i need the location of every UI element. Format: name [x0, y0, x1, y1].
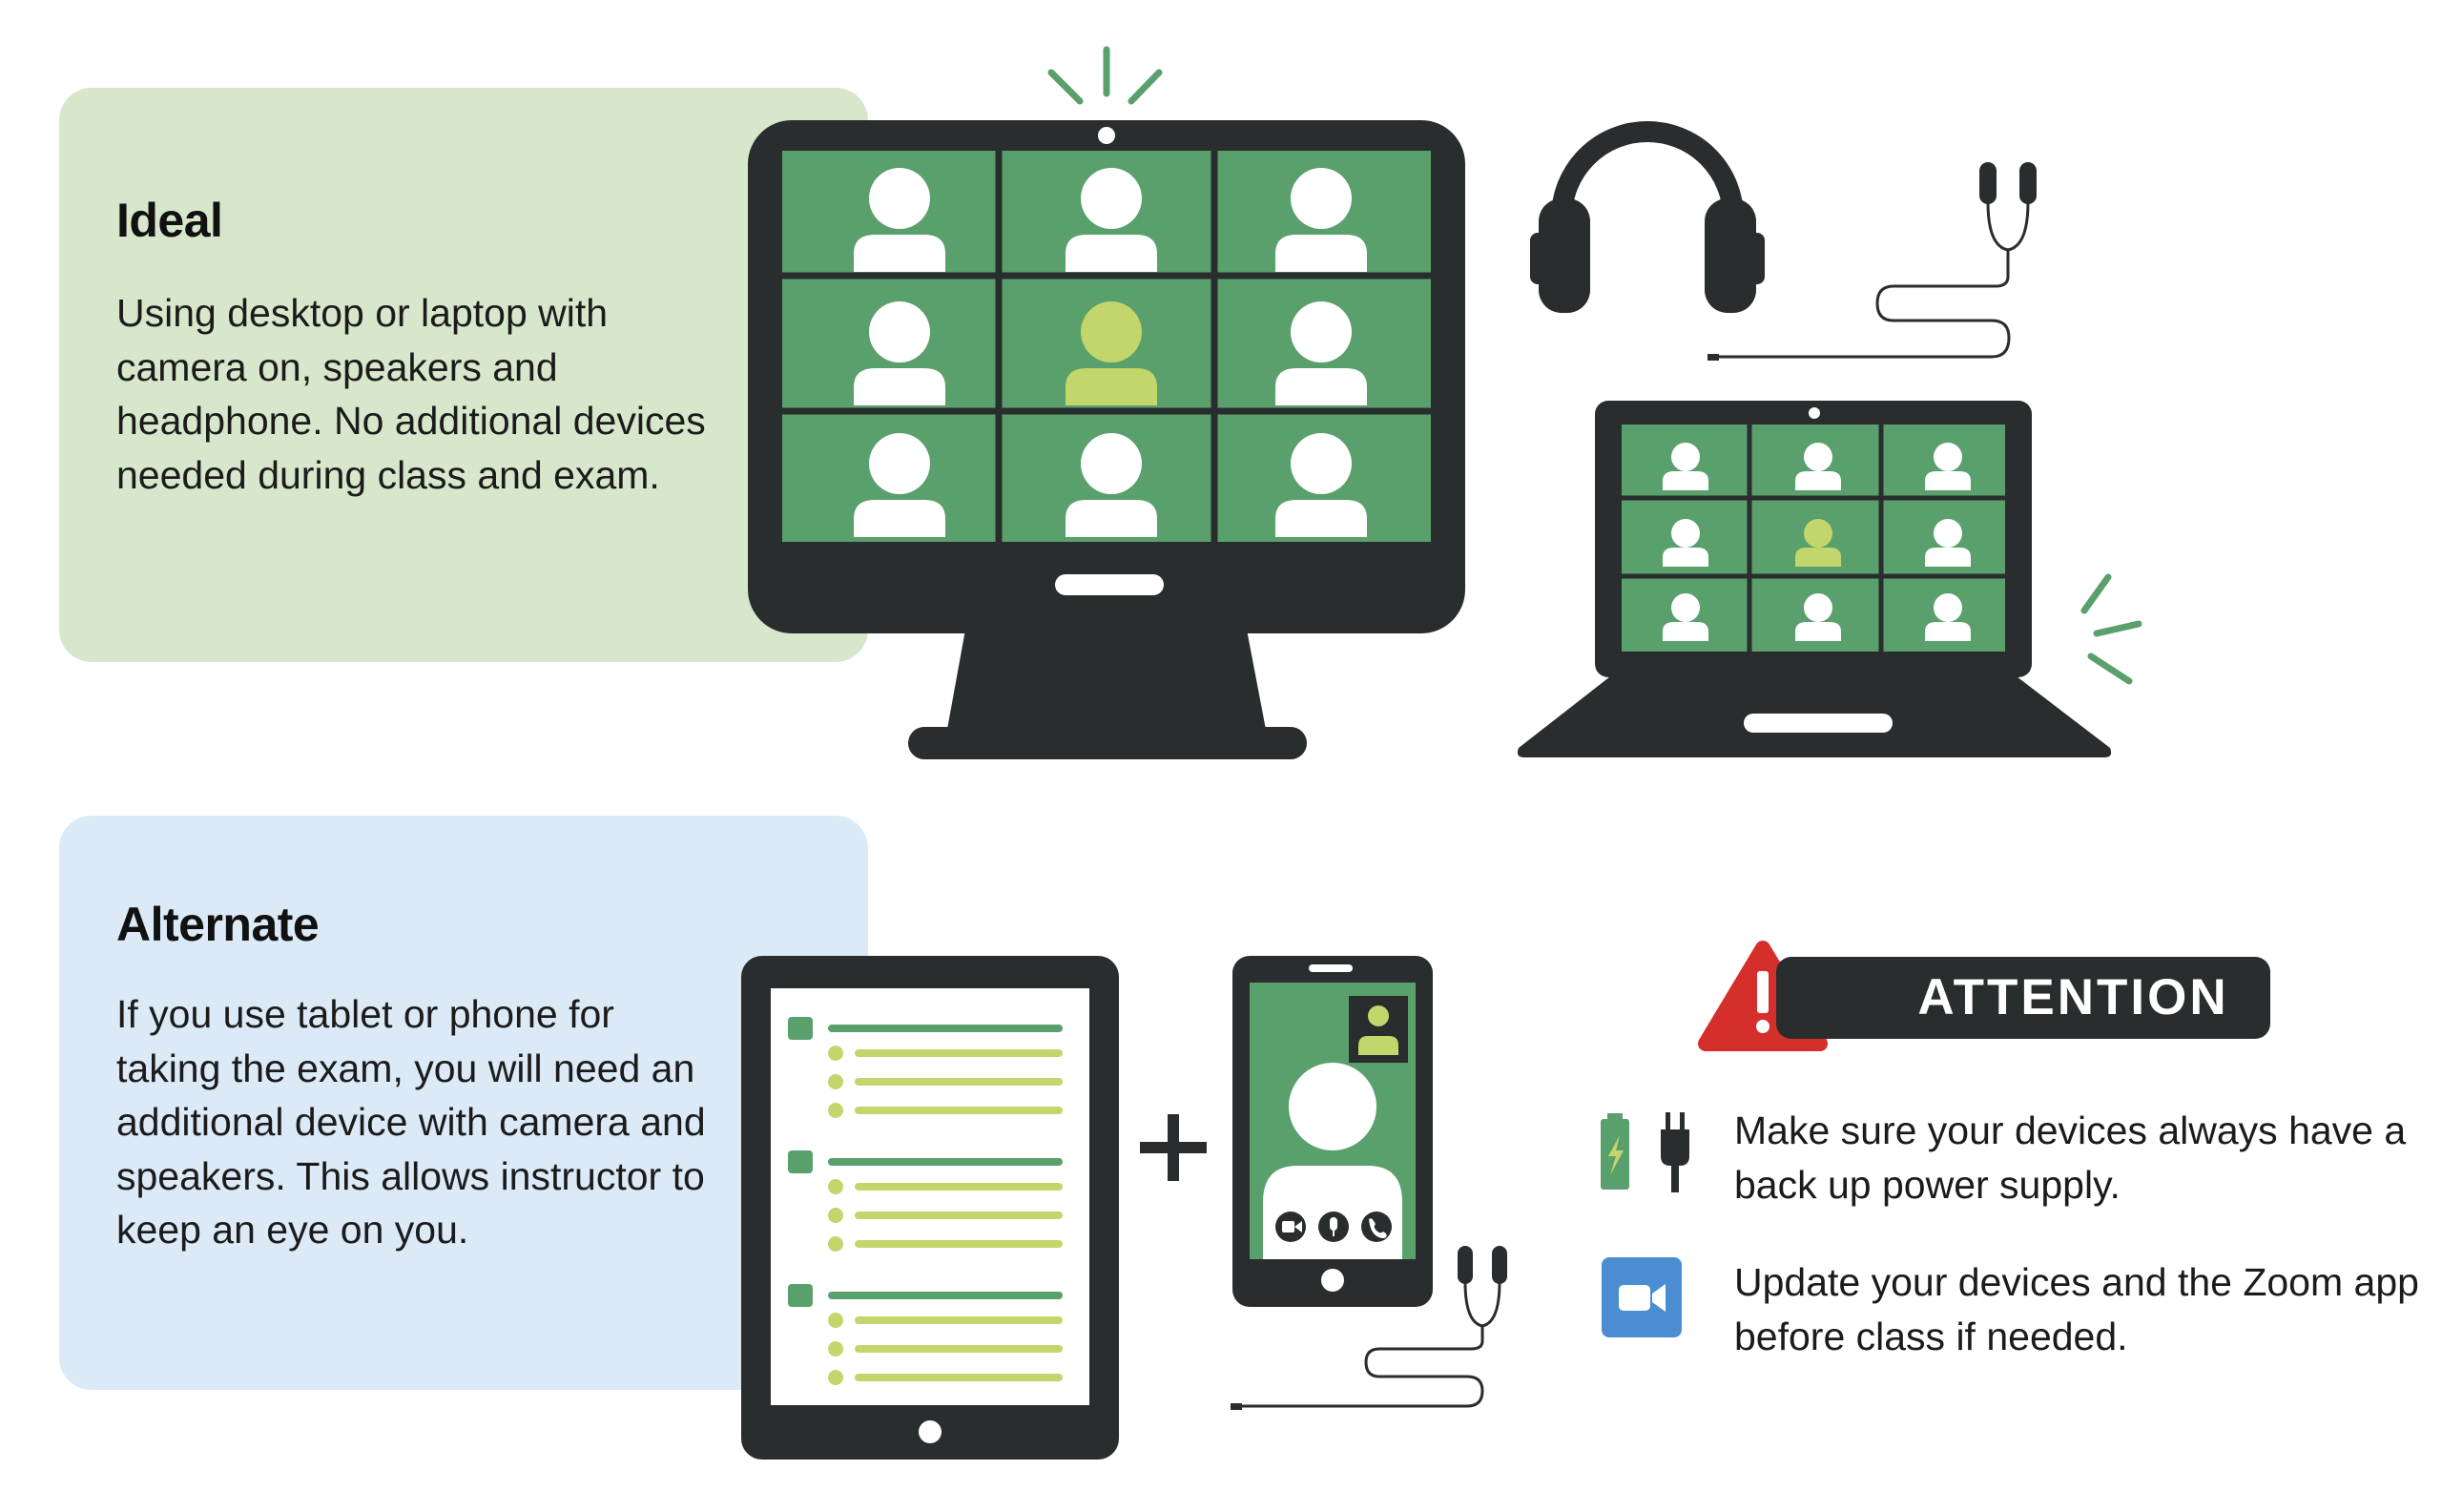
desktop-monitor-icon [748, 46, 1465, 759]
headphones-icon [1530, 121, 1765, 313]
alternate-description: If you use tablet or phone for taking th… [116, 992, 706, 1252]
attention-label: ATTENTION [1917, 969, 2229, 1025]
plus-icon [1140, 1114, 1207, 1181]
earbuds-icon [1231, 1246, 1507, 1410]
tablet-icon [741, 956, 1119, 1460]
power-supply-tip: Make sure your devices always have a bac… [1734, 1108, 2407, 1207]
ideal-panel: Ideal Using desktop or laptop with camer… [59, 88, 868, 662]
earbuds-icon [1707, 162, 2037, 361]
update-zoom-tip: Update your devices and the Zoom app bef… [1734, 1260, 2419, 1358]
battery-plug-icon [1601, 1112, 1689, 1192]
ideal-title: Ideal [116, 194, 223, 247]
alternate-title: Alternate [116, 898, 320, 951]
smartphone-icon [1232, 956, 1433, 1307]
alternate-panel: Alternate If you use tablet or phone for… [59, 816, 868, 1390]
zoom-camera-icon [1602, 1257, 1682, 1337]
laptop-icon [1517, 401, 2142, 757]
ideal-description: Using desktop or laptop with camera on, … [116, 291, 706, 497]
attention-banner: ATTENTION [1776, 957, 2270, 1039]
